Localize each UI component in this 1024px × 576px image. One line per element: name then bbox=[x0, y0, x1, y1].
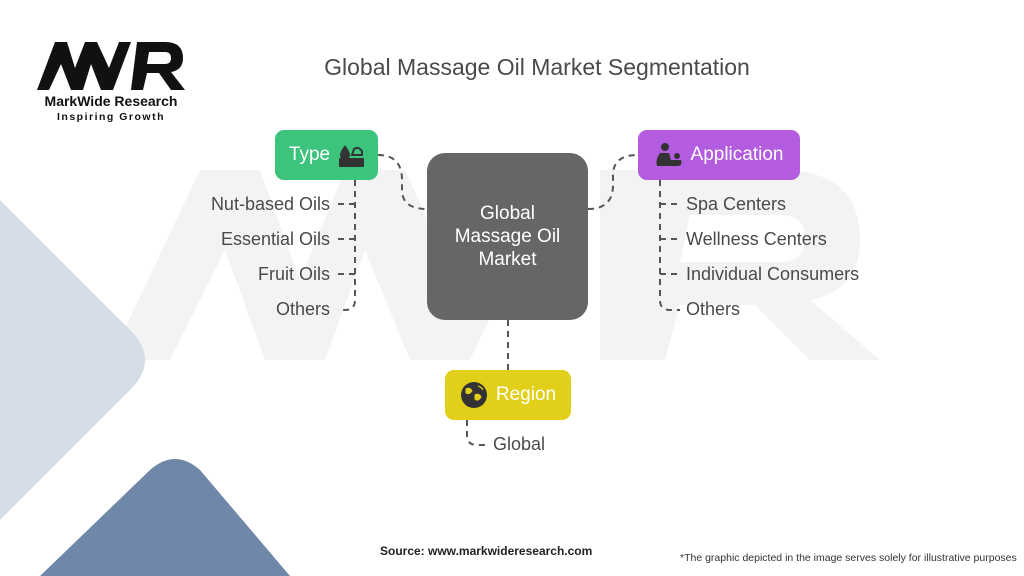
center-line: Market bbox=[478, 249, 537, 270]
application-item: Individual Consumers bbox=[686, 264, 860, 284]
application-item: Wellness Centers bbox=[686, 229, 827, 249]
disclaimer-text: *The graphic depicted in the image serve… bbox=[680, 552, 1017, 564]
type-item: Others bbox=[275, 299, 330, 319]
center-line: Global bbox=[480, 203, 535, 224]
application-item: Spa Centers bbox=[686, 194, 787, 214]
region-node: Region bbox=[445, 370, 571, 420]
type-item: Fruit Oils bbox=[258, 264, 330, 284]
logo-tagline: Inspiring Growth bbox=[57, 111, 165, 123]
type-item: Nut-based Oils bbox=[210, 194, 330, 214]
region-label: Region bbox=[495, 384, 557, 405]
center-line: Massage Oil bbox=[454, 226, 561, 247]
massage-person-icon bbox=[655, 143, 682, 166]
source-text: Source: www.markwideresearch.com bbox=[380, 544, 593, 558]
logo bbox=[35, 40, 187, 97]
logo-name: MarkWide Research bbox=[44, 93, 178, 109]
oil-jar-icon bbox=[339, 145, 365, 167]
center-node: Global Massage Oil Market bbox=[427, 153, 588, 320]
application-node: Application bbox=[638, 130, 800, 180]
type-item: Essential Oils bbox=[220, 229, 330, 249]
connectors bbox=[338, 154, 680, 446]
application-label: Application bbox=[690, 144, 784, 165]
region-item: Global bbox=[493, 434, 546, 454]
page-title: Global Massage Oil Market Segmentation bbox=[324, 54, 750, 80]
globe-icon bbox=[460, 382, 487, 408]
decor-shape-dark bbox=[40, 459, 290, 576]
type-label: Type bbox=[288, 144, 331, 165]
type-node: Type bbox=[275, 130, 378, 180]
decor-shape-light bbox=[0, 200, 145, 520]
application-item: Others bbox=[686, 299, 741, 319]
logo-mark-icon bbox=[37, 42, 185, 90]
